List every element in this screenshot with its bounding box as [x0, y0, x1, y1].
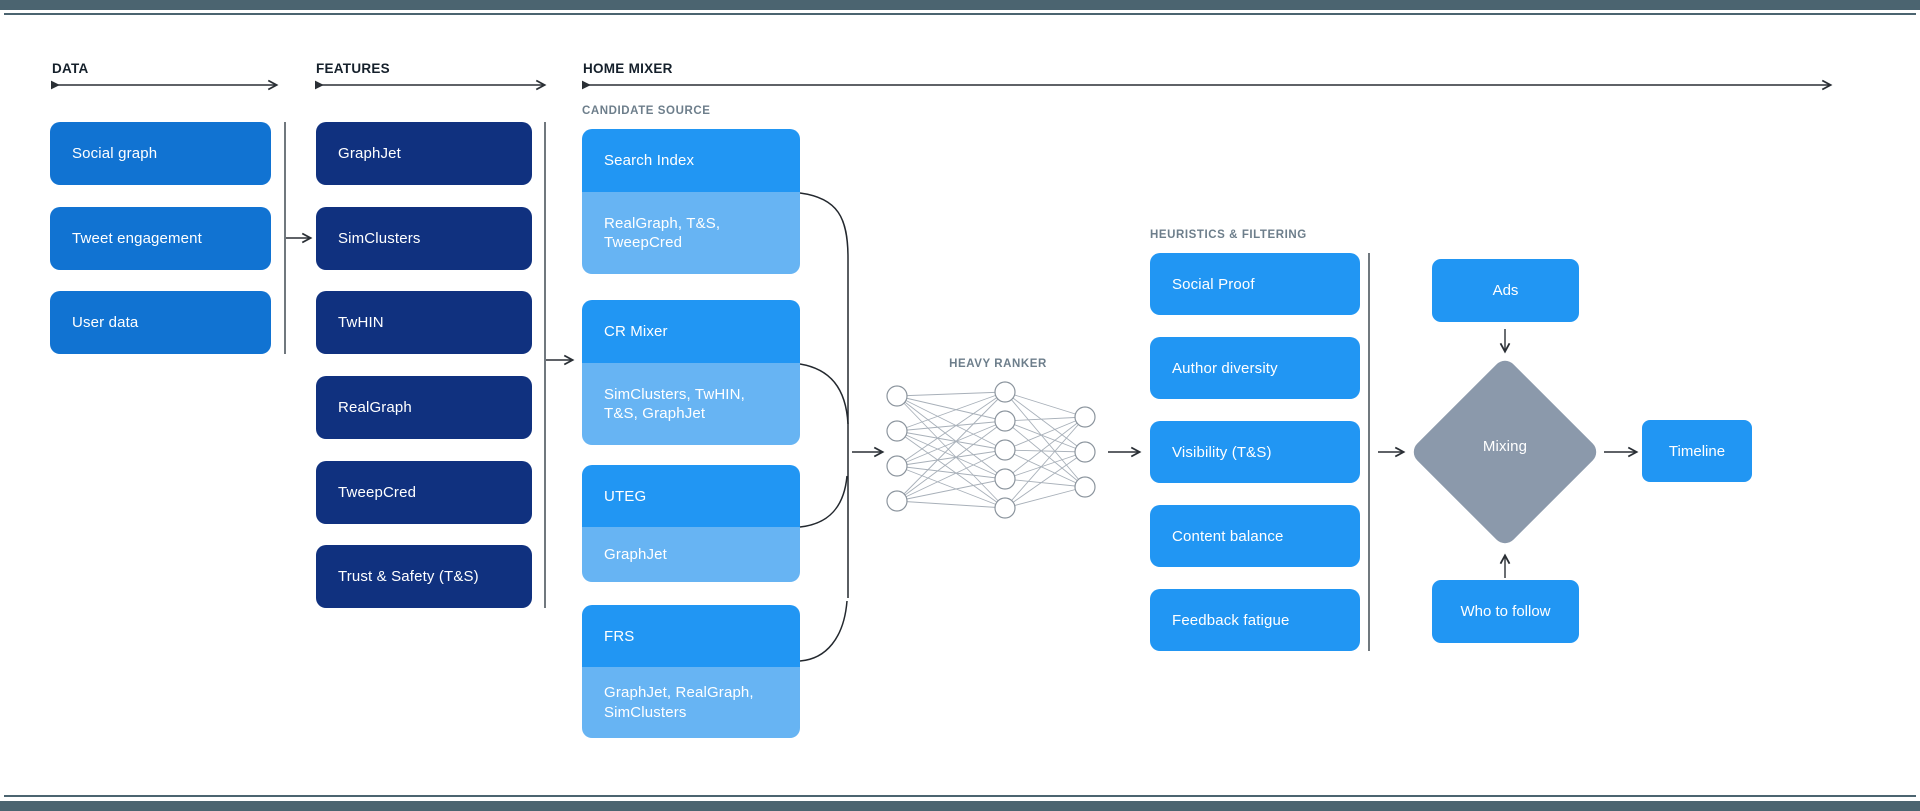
- bottom-window-bar: [0, 801, 1920, 811]
- uteg-connector: [799, 475, 848, 528]
- bottom-border-line: [4, 795, 1916, 797]
- data-box-user-data: User data: [50, 291, 271, 354]
- candidate-frs: FRS GraphJet, RealGraph, SimClusters: [582, 605, 800, 738]
- candidate-uteg-sources: GraphJet: [582, 527, 800, 582]
- candidate-frs-sources: GraphJet, RealGraph, SimClusters: [582, 667, 800, 738]
- candidate-uteg-title: UTEG: [582, 465, 800, 527]
- timeline-box: Timeline: [1642, 420, 1752, 482]
- feature-box-realgraph: RealGraph: [316, 376, 532, 439]
- candidate-cr-mixer: CR Mixer SimClusters, TwHIN, T&S, GraphJ…: [582, 300, 800, 445]
- candidate-search-index-title: Search Index: [582, 129, 800, 192]
- feature-box-simclusters: SimClusters: [316, 207, 532, 270]
- candidate-merge-connectors: [799, 192, 849, 662]
- frs-connector: [799, 600, 848, 662]
- cr-mixer-connector: [799, 363, 849, 425]
- features-section-header: FEATURES: [316, 61, 390, 76]
- feature-box-graphjet: GraphJet: [316, 122, 532, 185]
- feature-box-twhin: TwHIN: [316, 291, 532, 354]
- search-index-connector: [799, 192, 849, 598]
- feature-box-tweepcred: TweepCred: [316, 461, 532, 524]
- candidate-cr-mixer-sources: SimClusters, TwHIN, T&S, GraphJet: [582, 363, 800, 445]
- top-border-line: [4, 13, 1916, 15]
- feature-box-trust-safety: Trust & Safety (T&S): [316, 545, 532, 608]
- who-to-follow-box: Who to follow: [1432, 580, 1579, 643]
- heuristic-box-author-diversity: Author diversity: [1150, 337, 1360, 399]
- mixing-diamond-shape: [1413, 360, 1597, 544]
- candidate-search-index-sources: RealGraph, T&S, TweepCred: [582, 192, 800, 274]
- data-section-header: DATA: [52, 61, 89, 76]
- candidate-uteg: UTEG GraphJet: [582, 465, 800, 582]
- candidate-search-index: Search Index RealGraph, T&S, TweepCred: [582, 129, 800, 274]
- heuristics-filtering-label: HEURISTICS & FILTERING: [1150, 229, 1307, 241]
- candidate-cr-mixer-title: CR Mixer: [582, 300, 800, 363]
- candidate-source-label: CANDIDATE SOURCE: [582, 105, 711, 117]
- data-box-social-graph: Social graph: [50, 122, 271, 185]
- heuristic-box-feedback-fatigue: Feedback fatigue: [1150, 589, 1360, 651]
- heuristic-box-visibility: Visibility (T&S): [1150, 421, 1360, 483]
- ads-box: Ads: [1432, 259, 1579, 322]
- home-mixer-section-header: HOME MIXER: [583, 61, 673, 76]
- separator-lines: [284, 122, 1370, 651]
- mixing-diamond-label: Mixing: [1482, 438, 1528, 455]
- candidate-frs-title: FRS: [582, 605, 800, 667]
- heuristic-box-content-balance: Content balance: [1150, 505, 1360, 567]
- flow-arrows: [286, 232, 1639, 578]
- heuristic-box-social-proof: Social Proof: [1150, 253, 1360, 315]
- data-box-tweet-engagement: Tweet engagement: [50, 207, 271, 270]
- top-window-bar: [0, 0, 1920, 10]
- neural-network-icon: [886, 381, 1096, 519]
- heavy-ranker-label: HEAVY RANKER: [949, 358, 1047, 370]
